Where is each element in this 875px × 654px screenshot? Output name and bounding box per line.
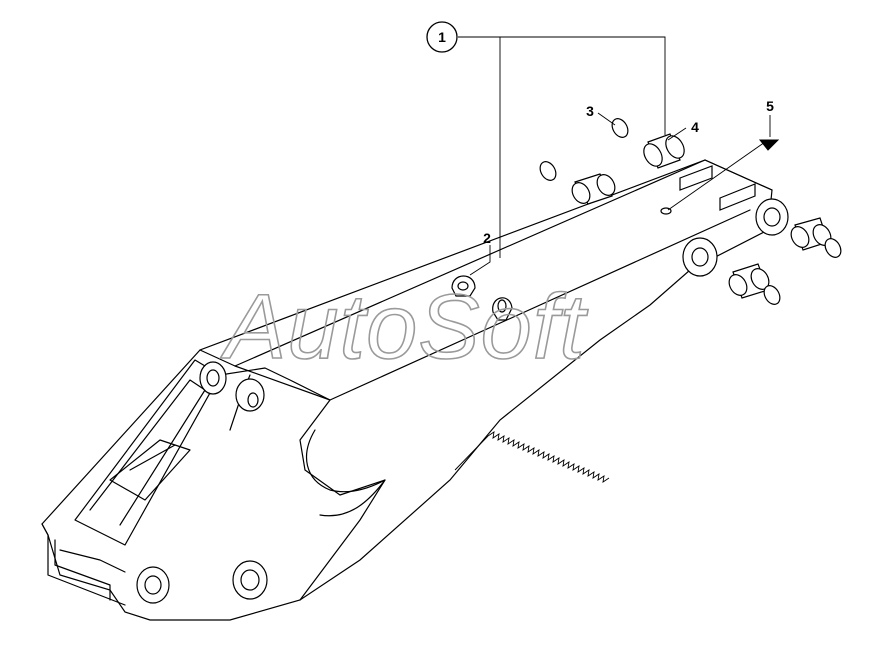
boom-arm (41, 159, 789, 621)
svg-text:1: 1 (438, 29, 446, 45)
bushing-set (539, 118, 842, 305)
callout-4: 4 (691, 119, 699, 135)
callout-1: 1 (426, 21, 458, 53)
callout-2: 2 (483, 230, 491, 246)
callout-3: 3 (586, 103, 594, 119)
watermark-text: AutoSoft (220, 276, 588, 378)
leader-lines (458, 36, 771, 276)
callout-5: 5 (766, 98, 774, 114)
